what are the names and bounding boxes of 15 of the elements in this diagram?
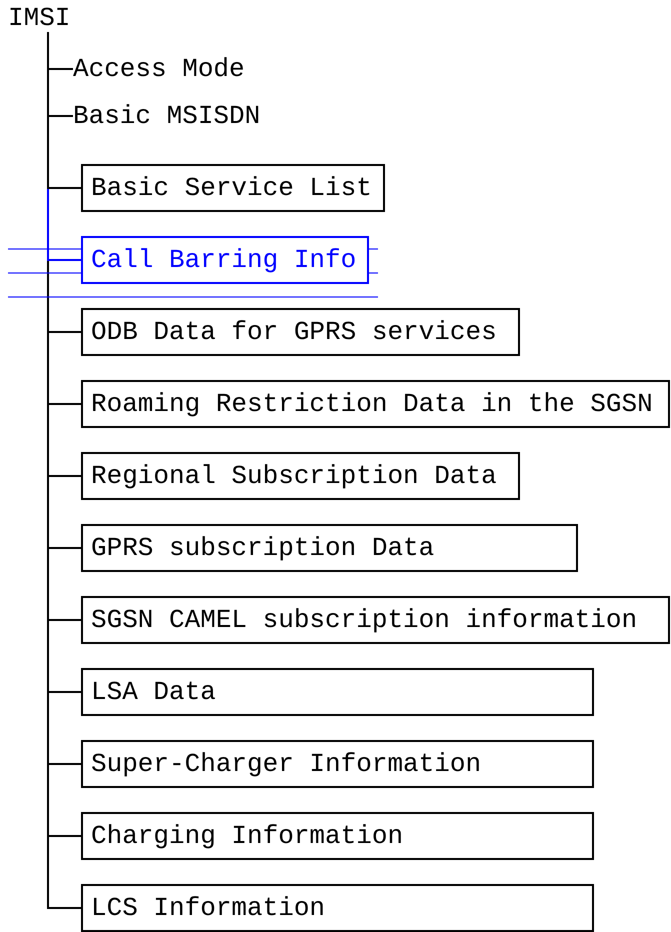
data-box: GPRS subscription Data [81,524,578,572]
connector-line [47,32,73,70]
tree-label: Basic MSISDN [73,102,293,130]
data-box: Super-Charger Information [81,740,594,788]
data-box: Regional Subscription Data [81,452,520,500]
data-box: SGSN CAMEL subscription information [81,596,670,644]
data-box: LSA Data [81,668,594,716]
data-box: ODB Data for GPRS services [81,308,520,356]
data-box: Call Barring Info [81,236,369,284]
data-box: Basic Service List [81,164,385,212]
data-box: Roaming Restriction Data in the SGSN [81,380,670,428]
data-box: Charging Information [81,812,594,860]
tree-label: Access Mode [73,55,273,83]
tree-label: IMSI [8,4,78,32]
data-box: LCS Information [81,884,594,932]
